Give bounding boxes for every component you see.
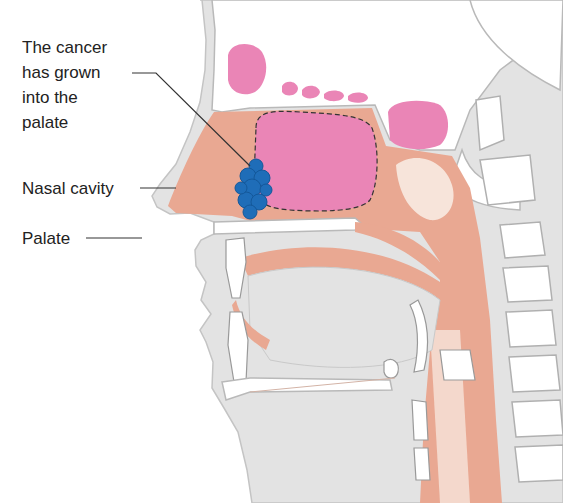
tooth	[226, 238, 246, 298]
larynx	[412, 400, 428, 440]
head-skin	[152, 0, 563, 503]
head-skin	[152, 0, 563, 503]
larynx	[414, 448, 430, 480]
sinus	[282, 82, 298, 96]
vertebra	[476, 96, 504, 150]
sinus	[302, 86, 320, 99]
tongue	[248, 267, 440, 367]
tumour	[235, 182, 247, 194]
vertebra	[515, 445, 563, 482]
leader-line	[132, 73, 250, 166]
nasal-tissue	[168, 108, 502, 503]
sinus	[388, 101, 448, 149]
larynx	[410, 300, 427, 372]
skull-bone	[470, 0, 563, 90]
sinus	[348, 92, 368, 102]
maxillary-sinus	[254, 111, 377, 211]
tumour	[235, 159, 272, 219]
leader-line	[86, 237, 142, 238]
vertebra	[500, 222, 545, 258]
vertebra	[509, 355, 560, 392]
label-box: The cancer has grown into the palate	[22, 35, 122, 135]
jaw-bone	[384, 360, 398, 378]
leader-line	[140, 187, 176, 188]
vertebra	[480, 155, 535, 205]
larynx	[410, 300, 475, 480]
label-box: Palate	[22, 226, 82, 251]
sinus	[228, 44, 266, 94]
jaw-bone	[222, 360, 398, 400]
palate-bone	[214, 218, 362, 234]
nasal-tissue	[396, 158, 454, 220]
sinus	[324, 90, 344, 101]
anatomy-label: Palate	[22, 226, 82, 251]
jaw-bone	[222, 378, 392, 400]
tumour	[243, 205, 257, 219]
maxillary-sinus	[254, 111, 377, 211]
tooth	[226, 238, 248, 382]
tongue	[232, 247, 440, 367]
vertebra	[503, 266, 552, 302]
anatomy-label: The cancer has grown into the palate	[22, 35, 122, 135]
nasal-tissue	[168, 108, 502, 503]
tooth	[228, 312, 248, 382]
jaw-bone	[250, 378, 395, 392]
anatomy-label: Nasal cavity	[22, 176, 134, 201]
vertebra	[506, 310, 556, 347]
vertebra	[512, 400, 563, 437]
vertebra	[476, 96, 563, 482]
larynx	[440, 350, 475, 380]
label-box: Nasal cavity	[22, 176, 134, 201]
